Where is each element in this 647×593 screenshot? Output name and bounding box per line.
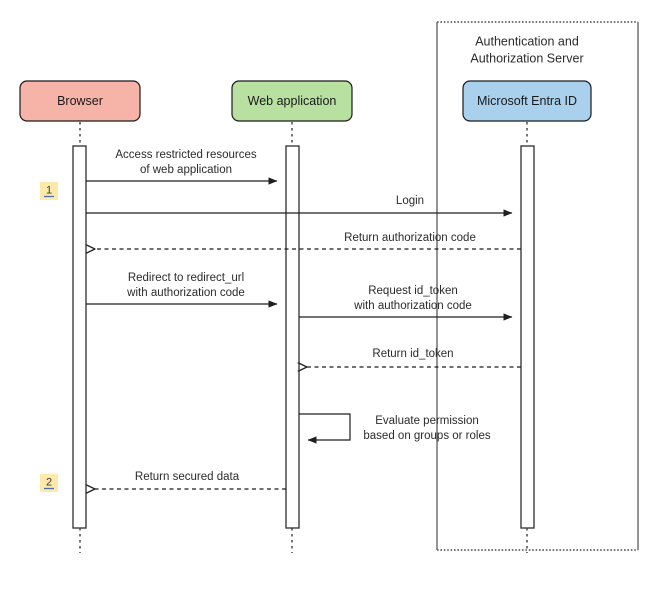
message-evaluate-permission: Evaluate permission based on groups or r…: [299, 413, 491, 444]
participant-webapp-box[interactable]: [231, 80, 353, 122]
participant-browser-box[interactable]: [19, 80, 141, 122]
message-6-label: Return id_token: [372, 348, 453, 360]
activation-bar-browser: [72, 145, 87, 529]
group-label-line1: Authentication and: [475, 34, 579, 48]
message-7-self-arrow: [299, 413, 351, 444]
message-return-authorization-code: Return authorization code: [95, 232, 521, 249]
annotation-badge-2-label: 2: [46, 476, 52, 488]
group-label-line2: Authorization Server: [470, 51, 583, 65]
annotation-badge-1-label: 1: [46, 184, 52, 196]
message-redirect-to-redirect-url: Redirect to redirect_url with authorizat…: [86, 272, 278, 308]
message-login: Login: [86, 195, 513, 217]
participant-entra-box[interactable]: [462, 80, 592, 122]
message-7-label-line1: Evaluate permission: [375, 415, 479, 427]
message-7-label-line2: based on groups or roles: [363, 430, 490, 442]
annotation-badge-1[interactable]: 1: [40, 182, 58, 200]
message-access-restricted-resources: Access restricted resources of web appli…: [86, 149, 278, 185]
message-1-label-line1: Access restricted resources: [115, 149, 256, 161]
message-return-id-token: Return id_token: [307, 348, 521, 367]
message-8-label: Return secured data: [135, 471, 240, 483]
message-4-label-line2: with authorization code: [126, 287, 245, 299]
participant-entra-label: Microsoft Entra ID: [477, 94, 577, 108]
activation-bar-webapp: [285, 145, 300, 529]
annotation-badge-2[interactable]: 2: [40, 474, 58, 492]
message-3-label: Return authorization code: [344, 232, 476, 244]
message-request-id-token: Request id_token with authorization code: [299, 285, 513, 321]
participant-entra[interactable]: Microsoft Entra ID: [462, 80, 592, 122]
annotation-badge-2-bg[interactable]: [40, 474, 58, 492]
message-5-label-line2: with authorization code: [353, 300, 472, 312]
participant-webapp[interactable]: Web application: [231, 80, 353, 122]
activation-bar-entra: [520, 145, 535, 529]
participant-browser[interactable]: Browser: [19, 80, 141, 122]
group-auth-server: Authentication and Authorization Server: [436, 21, 639, 551]
message-1-label-line2: of web application: [140, 164, 232, 176]
message-5-label-line1: Request id_token: [368, 285, 458, 297]
participant-webapp-label: Web application: [248, 94, 337, 108]
participant-browser-label: Browser: [57, 94, 103, 108]
message-2-label: Login: [396, 195, 424, 207]
annotation-badge-1-bg[interactable]: [40, 182, 58, 200]
message-4-label-line1: Redirect to redirect_url: [128, 272, 244, 284]
message-return-secured-data: Return secured data: [95, 471, 286, 489]
